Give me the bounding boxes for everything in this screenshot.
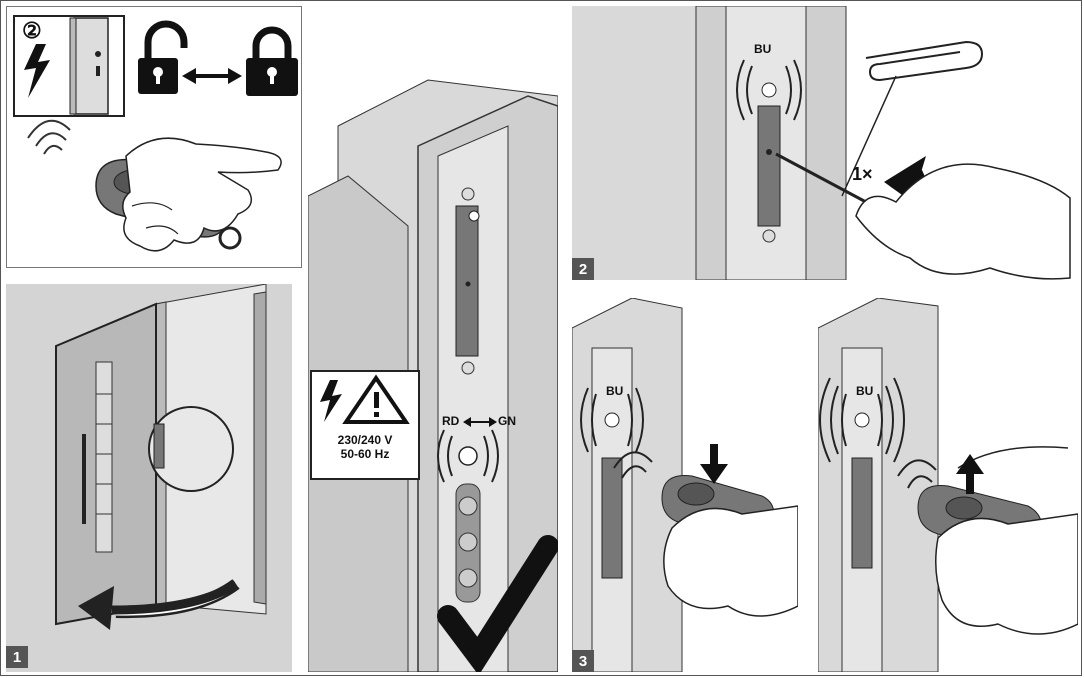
step-3-badge: 3: [572, 650, 594, 672]
door-lock-icon: [70, 18, 108, 114]
inset-drawing: [6, 6, 302, 268]
hand-icon: [664, 506, 798, 616]
led-label-blue-3a: BU: [606, 384, 623, 398]
warning-triangle-icon: [346, 378, 406, 422]
door-icon: [56, 304, 156, 624]
step-1-badge: 1: [6, 646, 28, 668]
led-label-green: GN: [498, 414, 516, 428]
frame-closeup-drawing: [308, 6, 558, 672]
step3-panel-right: BU: [818, 298, 1078, 672]
door-drawing: [6, 284, 292, 672]
warning-box: 230/240 V 50-60 Hz: [310, 370, 420, 480]
step3-left-drawing: [572, 298, 798, 672]
inset-step-number: ②: [22, 18, 42, 44]
door-panel: 1: [6, 284, 292, 672]
warning-icons: [312, 372, 418, 428]
press-count: 1×: [852, 164, 873, 185]
led-label-blue-3b: BU: [856, 384, 873, 398]
step-2-badge: 2: [572, 258, 594, 280]
step2-drawing: [566, 6, 1078, 280]
warning-frequency: 50-60 Hz: [312, 448, 418, 461]
inset-panel: ②: [6, 6, 302, 268]
warning-voltage: 230/240 V: [312, 434, 418, 447]
step2-panel: BU 1× 2: [566, 6, 1078, 280]
step3-panel-left: BU 3: [572, 298, 798, 672]
step3-right-drawing: [818, 298, 1078, 672]
double-arrow-icon: [463, 416, 497, 428]
led-label-red: RD: [442, 414, 459, 428]
led-label-blue: BU: [754, 42, 771, 56]
frame-closeup-panel: 230/240 V 50-60 Hz RD GN: [308, 6, 558, 672]
lightning-icon: [320, 380, 342, 422]
